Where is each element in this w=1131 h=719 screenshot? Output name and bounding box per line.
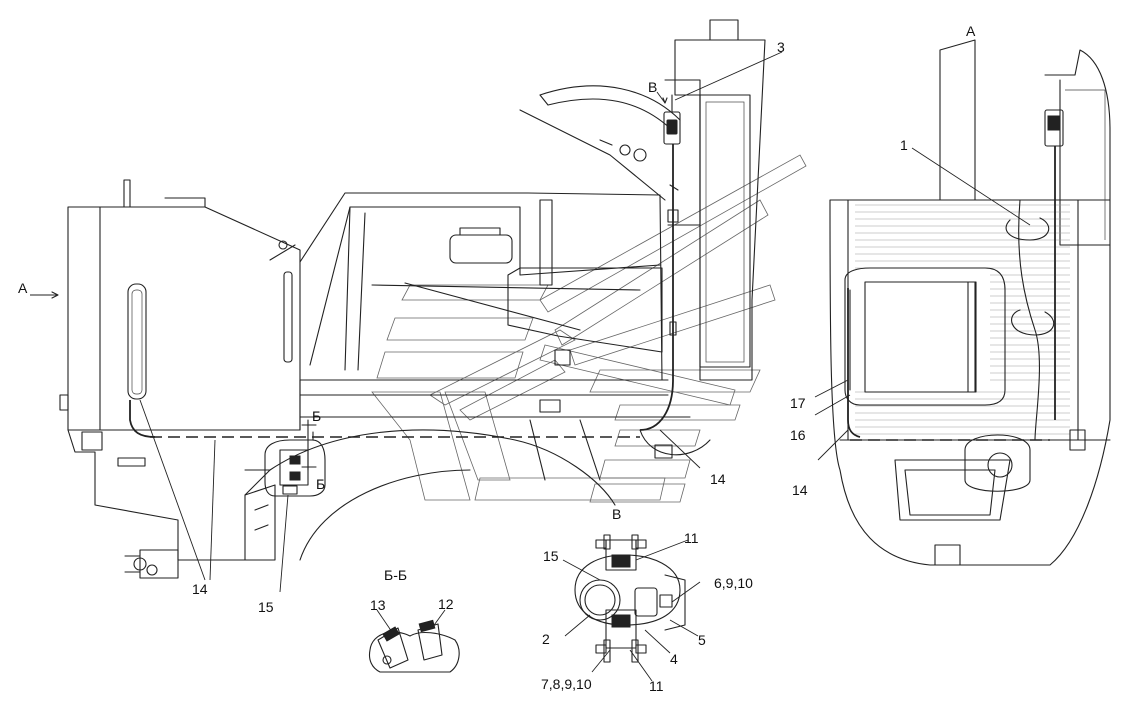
callout-4: 4 [670, 651, 678, 667]
section-cut-top-label: Б [312, 408, 321, 424]
view-a-title: А [966, 23, 976, 39]
section-bb-title: Б-Б [384, 567, 407, 583]
view-b-detail [562, 534, 701, 682]
labels: А А В В Б Б Б-Б 3 1 17 16 14 14 14 15 15… [18, 23, 976, 694]
callout-11-bottom: 11 [649, 678, 664, 694]
view-a-rear [814, 39, 1111, 566]
section-bb-detail [368, 609, 460, 673]
callout-1: 1 [900, 137, 908, 153]
callout-14-view-a: 14 [792, 482, 808, 498]
view-b-arrow-label: В [648, 79, 657, 95]
callout-13: 13 [370, 597, 386, 613]
callout-6-9-10: 6,9,10 [714, 575, 753, 591]
callout-14-main-right: 14 [710, 471, 726, 487]
callout-15-main: 15 [258, 599, 274, 615]
callout-2: 2 [542, 631, 550, 647]
callout-7-8-9-10: 7,8,9,10 [541, 676, 592, 692]
view-b-title: В [612, 506, 621, 522]
tractor-side-view [59, 19, 766, 579]
pipe-front-bend [129, 400, 156, 438]
pump-housing-detail [264, 439, 326, 497]
view-a-arrow-label: А [18, 280, 28, 296]
callout-5: 5 [698, 632, 706, 648]
callout-3: 3 [777, 39, 785, 55]
callout-12: 12 [438, 596, 454, 612]
callout-16: 16 [790, 427, 806, 443]
main-view-leaders [30, 51, 783, 593]
section-cut-bottom-label: Б [316, 476, 325, 492]
callout-11-top: 11 [684, 530, 699, 546]
callout-15-view-b: 15 [543, 548, 559, 564]
callout-14-main-left: 14 [192, 581, 208, 597]
callout-17: 17 [790, 395, 806, 411]
